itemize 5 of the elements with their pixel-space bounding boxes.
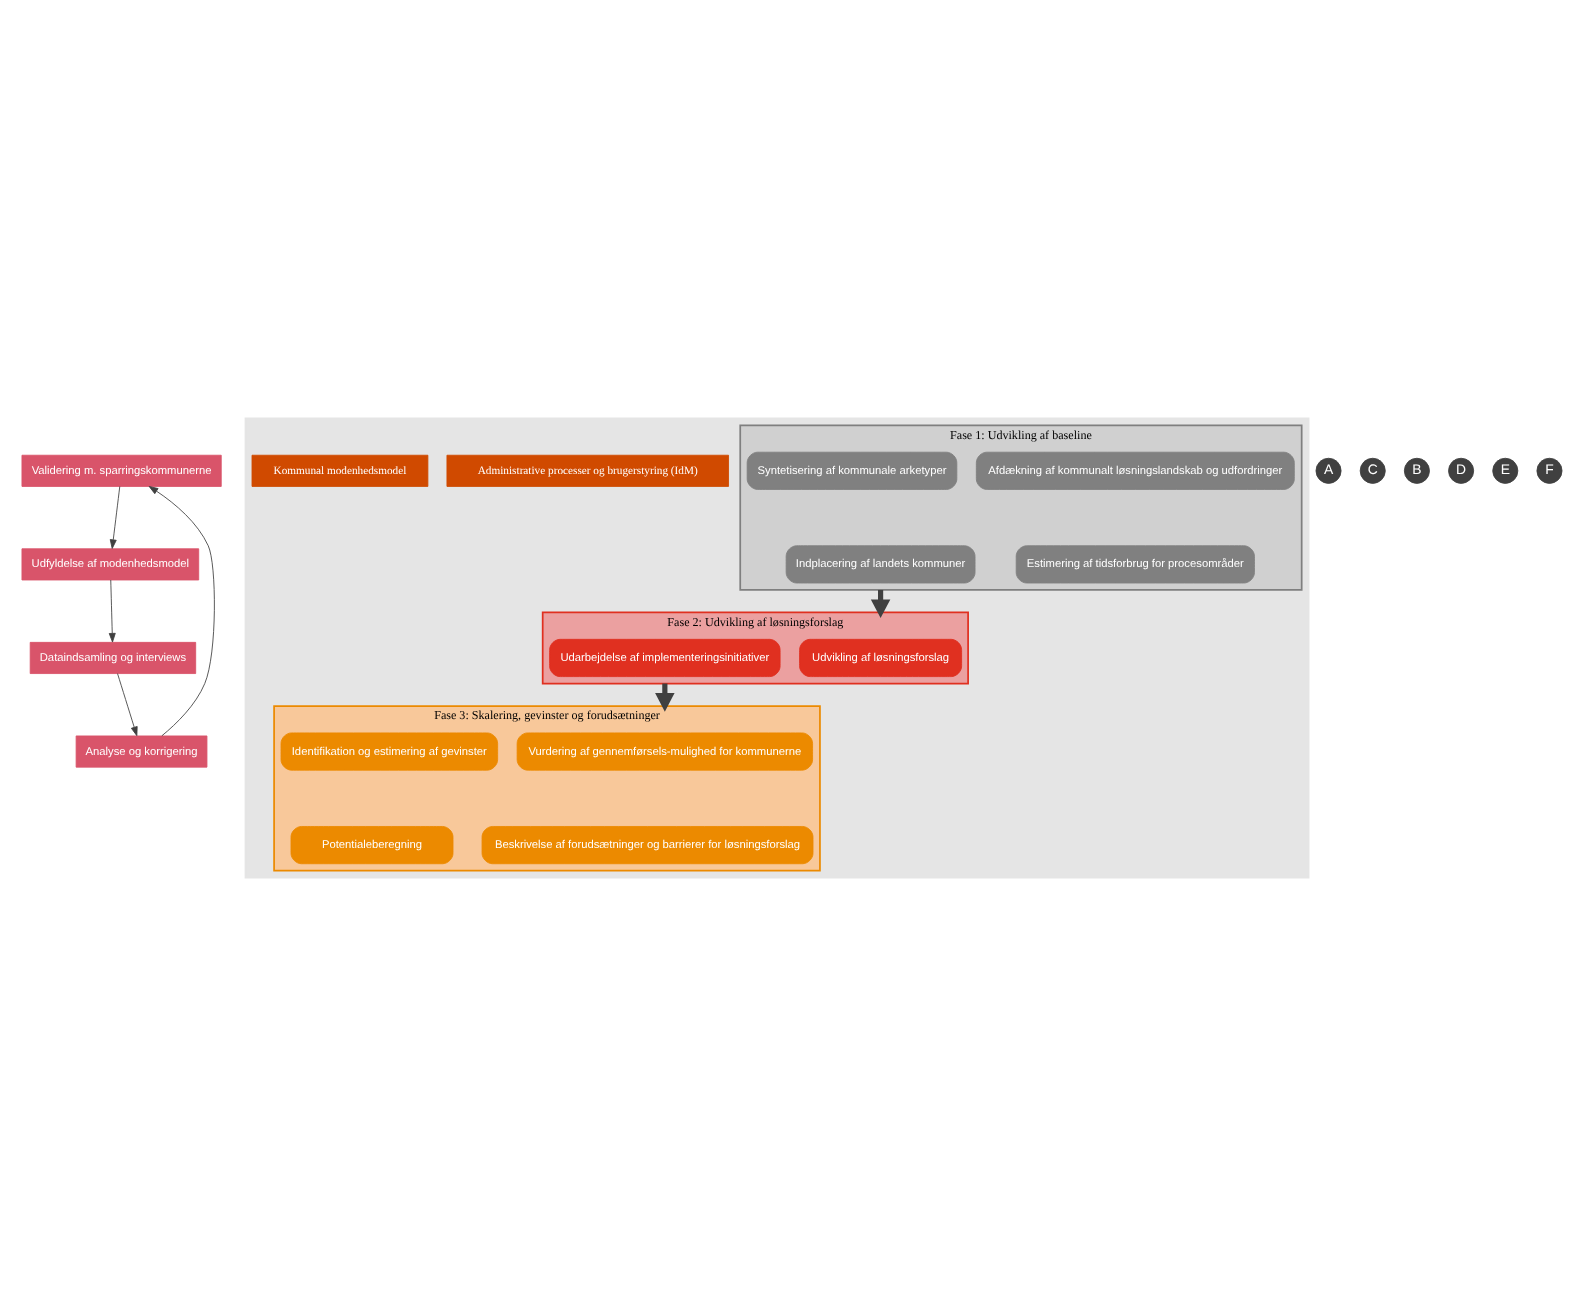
arrow xyxy=(148,486,215,737)
arrow xyxy=(108,579,116,643)
arrow xyxy=(109,486,121,549)
cluster xyxy=(244,417,1310,879)
arrow xyxy=(117,673,138,737)
